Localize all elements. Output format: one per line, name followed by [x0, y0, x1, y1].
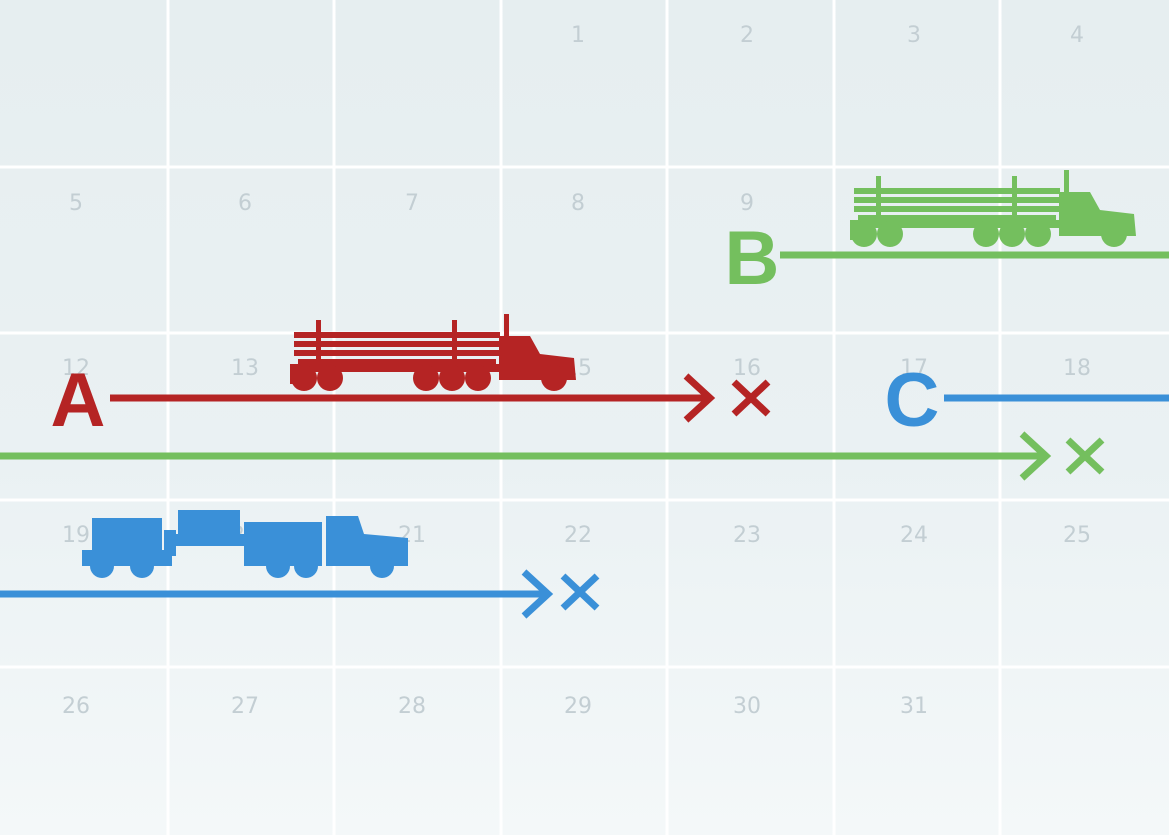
route-c-arrow-icon: [521, 569, 554, 619]
route-c-label: C: [885, 358, 940, 443]
day-number: 30: [733, 694, 761, 719]
day-number: 17: [900, 356, 928, 381]
day-number: 18: [1063, 356, 1091, 381]
day-number: 24: [900, 523, 928, 548]
day-number: 16: [733, 356, 761, 381]
log-truck-icon: [850, 170, 1136, 247]
day-number: 8: [571, 191, 585, 216]
day-number: 4: [1070, 23, 1084, 48]
route-b: B: [0, 170, 1169, 481]
day-number: 7: [405, 191, 419, 216]
day-number: 26: [62, 694, 90, 719]
route-b-arrow-icon: [1019, 431, 1052, 481]
day-number: 9: [740, 191, 754, 216]
route-a-label: A: [51, 358, 106, 443]
route-b-label: B: [725, 216, 780, 301]
day-number: 12: [62, 356, 90, 381]
day-number: 19: [62, 523, 90, 548]
day-number: 29: [564, 694, 592, 719]
day-number: 22: [564, 523, 592, 548]
day-number: 28: [398, 694, 426, 719]
day-number: 31: [900, 694, 928, 719]
day-number: 13: [231, 356, 259, 381]
route-c: C: [0, 358, 1169, 619]
route-a: A: [51, 314, 771, 443]
route-a-arrow-icon: [683, 373, 716, 423]
route-b-end-x-icon: [1065, 437, 1105, 475]
day-number: 23: [733, 523, 761, 548]
day-number: 5: [69, 191, 83, 216]
route-a-end-x-icon: [731, 379, 771, 417]
day-number: 1: [571, 23, 585, 48]
day-number: 3: [907, 23, 921, 48]
day-number: 27: [231, 694, 259, 719]
route-c-end-x-icon: [560, 573, 600, 611]
day-number: 25: [1063, 523, 1091, 548]
day-number: 6: [238, 191, 252, 216]
day-number: 2: [740, 23, 754, 48]
box-truck-trailer-icon: [82, 510, 408, 578]
